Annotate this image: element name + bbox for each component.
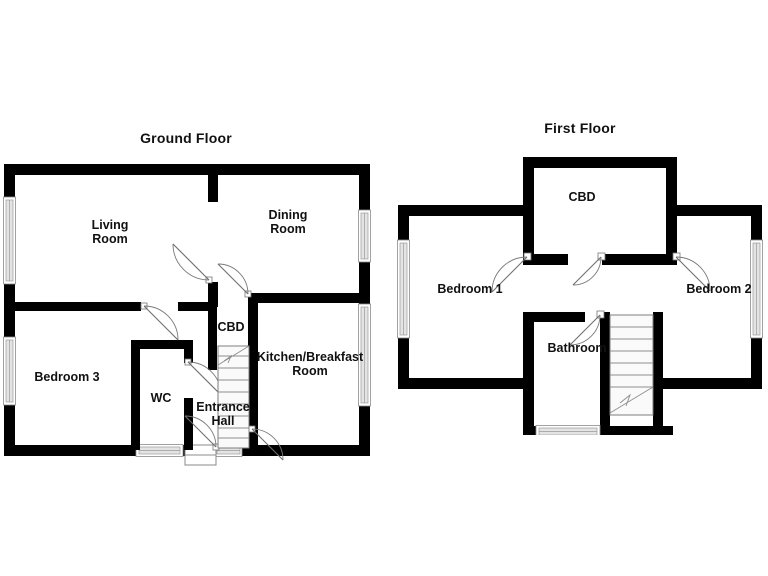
room-label-dining-room: Dining Room xyxy=(268,208,308,236)
wall-ground-right-top xyxy=(359,164,370,211)
wall-first-left-outer-bottom xyxy=(398,337,409,389)
wall-first-cbd-left xyxy=(523,157,534,265)
wall-ground-right-lower xyxy=(359,405,370,456)
window-bedroom-2-right xyxy=(750,239,763,339)
door-dining-room xyxy=(217,263,252,298)
wall-first-left-outer-top xyxy=(398,205,409,241)
first-floor-title: First Floor xyxy=(544,120,616,136)
room-label-bedroom-1: Bedroom 1 xyxy=(437,282,503,296)
wall-kitchen-hall xyxy=(248,428,258,448)
first-floor-plan xyxy=(397,157,763,435)
window-bedroom-3-left xyxy=(3,336,16,406)
wall-ground-bottom-left xyxy=(4,445,137,456)
wall-living-dining-top xyxy=(208,164,218,202)
door-bedroom-2 xyxy=(672,252,711,292)
wall-first-cbd-top xyxy=(523,157,677,168)
wall-ground-left-lower xyxy=(4,404,15,456)
window-kitchen-right xyxy=(358,303,371,407)
wall-first-cbd-bottom-right xyxy=(602,254,677,265)
wall-wc-right-upper xyxy=(184,340,193,363)
door-cbd-first xyxy=(572,252,606,286)
wall-first-right-wing-bottom xyxy=(656,378,762,389)
room-label-bedroom-2: Bedroom 2 xyxy=(686,282,752,296)
wall-ground-right-mid xyxy=(359,261,370,305)
door-living-room xyxy=(172,243,213,284)
wall-first-right-wing-top xyxy=(672,205,762,216)
ground-floor-plan xyxy=(3,164,371,466)
wall-wc-left xyxy=(131,340,140,450)
wall-ground-top xyxy=(4,164,370,175)
wall-living-bedroom3-right xyxy=(178,302,208,311)
room-label-bathroom: Bathroom xyxy=(547,341,607,355)
window-dining-room-right xyxy=(358,209,371,263)
door-bathroom xyxy=(569,310,605,346)
wall-first-left-wing-top xyxy=(398,205,528,216)
window-ground-bottom-left xyxy=(135,444,184,457)
wall-ground-left-upper xyxy=(4,164,15,198)
wall-bathroom-stairs xyxy=(600,312,610,435)
wall-first-right-outer-top xyxy=(751,205,762,241)
window-living-room-left xyxy=(3,196,16,285)
wall-living-bedroom3 xyxy=(4,302,141,311)
staircase-ground xyxy=(217,345,250,449)
staircase-first xyxy=(609,314,654,416)
window-bedroom-1-left xyxy=(397,239,410,339)
wall-first-cbd-right xyxy=(666,157,677,265)
room-label-entrance-hall: Entrance Hall xyxy=(196,400,250,428)
wall-wc-right-lower xyxy=(184,398,193,450)
wall-dining-kitchen xyxy=(248,293,370,303)
room-label-living-room: Living Room xyxy=(91,218,129,246)
wall-stairs-right xyxy=(653,312,663,426)
room-label-cbd-first: CBD xyxy=(568,190,596,204)
wall-first-landing-right xyxy=(653,378,673,389)
wall-wc-top xyxy=(131,340,193,349)
door-bedroom-1 xyxy=(491,252,532,293)
wall-cbd-left xyxy=(208,302,217,370)
wall-cbd-kitchen xyxy=(248,293,258,438)
room-label-cbd-ground: CBD xyxy=(217,320,245,334)
wall-first-right-outer-bottom xyxy=(751,337,762,389)
ground-floor-title: Ground Floor xyxy=(140,130,232,146)
room-label-bedroom-3: Bedroom 3 xyxy=(34,370,100,384)
wall-first-cbd-bottom-left xyxy=(523,254,568,265)
wall-living-dining-bottom xyxy=(208,282,218,307)
door-bedroom-3 xyxy=(140,302,179,341)
window-bathroom-bottom xyxy=(535,425,601,435)
room-label-wc: WC xyxy=(150,391,172,405)
room-label-kitchen-breakfast: Kitchen/Breakfast Room xyxy=(256,350,364,378)
wall-bathroom-left xyxy=(523,312,534,435)
wall-first-left-wing-bottom xyxy=(398,378,528,389)
wall-bathroom-top xyxy=(523,312,585,322)
wall-ground-bottom-right xyxy=(240,445,370,456)
